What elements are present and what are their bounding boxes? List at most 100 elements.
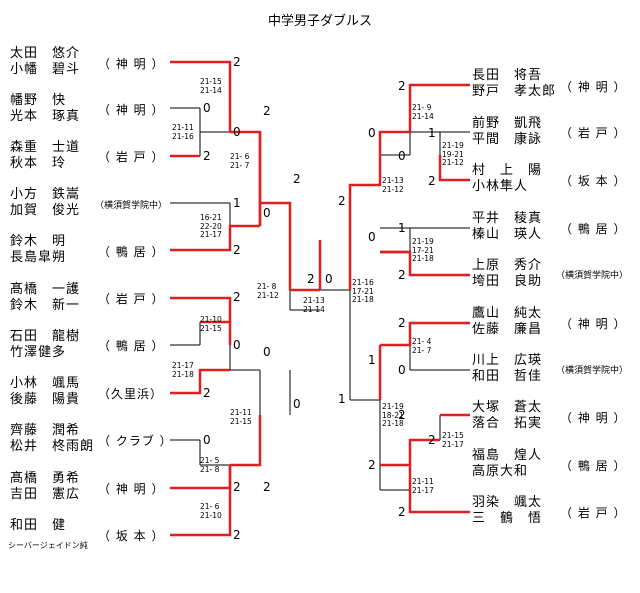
left-pair-3-team: （ 岩 戸 ） [98, 150, 165, 164]
score: 2 [398, 79, 406, 93]
score: 1 [233, 196, 241, 210]
right-pair-6-player-2: 佐藤 廉昌 [472, 322, 543, 337]
score: 2 [293, 172, 301, 186]
score: 0 [293, 397, 301, 411]
right-pair-4-team: （ 鴨 居 ） [560, 222, 627, 236]
right-pair-10-player-2: 三 鶴 悟 [472, 511, 543, 526]
left-pair-4-player-1: 小方 鉄嵩 [10, 187, 81, 202]
left-pair-4-player-2: 加賀 俊光 [10, 203, 81, 218]
right-pair-5-player-1: 上原 秀介 [472, 258, 543, 273]
left-pair-2-player-1: 幡野 快 [10, 93, 67, 108]
score: 2 [263, 480, 271, 494]
score: 0 [203, 433, 211, 447]
left-pair-8-team: （久里浜） [98, 387, 164, 401]
score: 2 [428, 433, 436, 447]
score: 0 [368, 230, 376, 244]
score: 0 [398, 363, 406, 377]
right-pair-3-player-2: 小林隼人 [472, 179, 529, 194]
left-pair-3-player-2: 秋本 玲 [10, 156, 67, 171]
score: 2 [263, 104, 271, 118]
right-pair-1-player-2: 野戸 孝太郎 [472, 84, 557, 99]
score: 2 [428, 174, 436, 188]
score: 2 [398, 408, 406, 422]
score: 2 [233, 528, 241, 542]
right-pair-4-player-2: 榛山 瑛人 [472, 227, 543, 242]
left-pair-3-player-1: 森重 士道 [10, 140, 81, 155]
left-pair-5-team: （ 鴨 居 ） [98, 245, 165, 259]
left-pair-2-player-2: 光本 琢真 [10, 109, 81, 124]
score: 0 [368, 126, 376, 140]
left-pair-1-player-1: 太田 悠介 [10, 46, 81, 61]
right-pair-7-player-2: 和田 哲佳 [472, 369, 543, 384]
left-pair-6-player-2: 鈴木 新一 [10, 298, 81, 313]
right-pair-6-player-1: 鷹山 純太 [472, 306, 543, 321]
left-pair-10-team: （ 神 明 ） [98, 482, 165, 496]
right-pair-8-player-2: 落合 拓実 [472, 416, 543, 431]
score: 0 [263, 206, 271, 220]
right-pair-10-team: （ 岩 戸 ） [560, 506, 627, 520]
right-pair-3-player-1: 村 上 陽 [472, 163, 543, 178]
right-pair-2-player-1: 前野 凱飛 [472, 116, 543, 131]
score: 2 [398, 316, 406, 330]
left-pair-4-team: （横須賀学院中） [95, 201, 168, 211]
score: 2 [338, 194, 346, 208]
score: 2 [233, 480, 241, 494]
score: 2 [368, 458, 376, 472]
left-pair-1-team: （ 神 明 ） [98, 57, 165, 71]
score: 0 [233, 125, 241, 139]
right-pair-5-team: （横須賀学院中） [556, 271, 629, 281]
left-pair-9-player-2: 松井 柊雨朗 [10, 439, 95, 454]
left-pair-7-player-2: 竹澤健多 [10, 345, 67, 360]
left-pair-11-team: （ 坂 本 ） [98, 529, 165, 543]
score: 1 [368, 353, 376, 367]
left-pair-6-team: （ 岩 戸 ） [98, 292, 165, 306]
score: 2 [233, 290, 241, 304]
right-pair-9-player-1: 福島 煌人 [472, 448, 543, 463]
left-pair-2-team: （ 神 明 ） [98, 103, 165, 117]
right-pair-2-team: （ 岩 戸 ） [560, 126, 627, 140]
final-score-right: 0 [325, 272, 333, 286]
left-pair-9-team: （ クラブ ） [98, 434, 173, 448]
left-pair-10-player-2: 吉田 憲広 [10, 487, 81, 502]
right-pair-7-player-1: 川上 広瑛 [472, 353, 543, 368]
score: 2 [233, 55, 241, 69]
right-pair-9-team: （ 鴨 居 ） [560, 459, 627, 473]
score: 2 [203, 386, 211, 400]
right-pair-5-player-2: 垮田 良助 [472, 274, 543, 289]
left-pair-8-player-1: 小林 颯馬 [10, 376, 81, 391]
score: 2 [398, 268, 406, 282]
score: 0 [398, 149, 406, 163]
left-pair-9-player-1: 齊藤 潤希 [10, 423, 81, 438]
score: 2 [203, 149, 211, 163]
left-pair-5-player-1: 鈴木 明 [10, 234, 67, 249]
left-pair-11-player-2: シーバージェイドン純 [8, 541, 88, 550]
left-pair-6-player-1: 髙橋 一護 [10, 282, 81, 297]
right-pair-9-player-2: 高原大和 [472, 464, 529, 479]
left-pair-11-player-1: 和田 健 [10, 518, 67, 533]
left-pair-10-player-1: 髙橋 勇希 [10, 471, 81, 486]
right-pair-4-player-1: 平井 稜真 [472, 211, 543, 226]
score: 1 [338, 392, 346, 406]
final-score-left: 2 [307, 272, 315, 286]
right-pair-10-player-1: 羽染 颯太 [472, 495, 543, 510]
left-pair-7-player-1: 石田 龍樹 [10, 329, 81, 344]
right-pair-7-team: （横須賀学院中） [556, 366, 629, 376]
